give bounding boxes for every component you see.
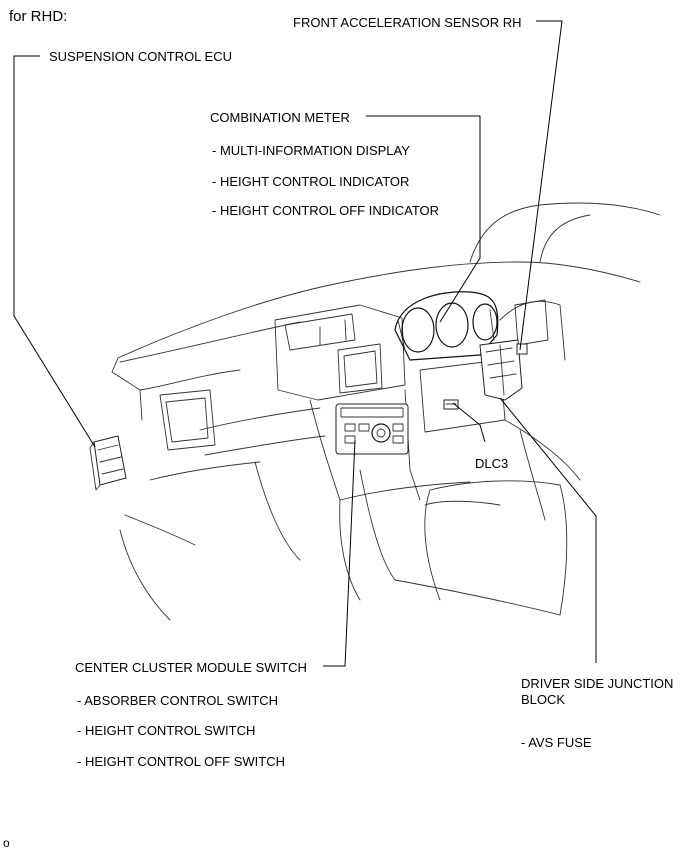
meter-item-multi-info: - MULTI-INFORMATION DISPLAY [212,143,410,158]
junction-item-avs-fuse: - AVS FUSE [521,735,592,750]
junction-block-label-line2: BLOCK [521,692,566,707]
dashboard-outline [111,202,661,621]
junction-block-drawing [479,339,523,401]
front-accel-sensor-label: FRONT ACCELERATION SENSOR RH [293,15,522,30]
combination-meter-label: COMBINATION METER [210,110,350,125]
cluster-item-height: - HEIGHT CONTROL SWITCH [77,723,256,738]
acceleration-sensor-drawing [516,343,528,355]
center-cluster-switch-drawing [335,403,409,455]
meter-item-height-indicator: - HEIGHT CONTROL INDICATOR [212,174,410,189]
cluster-item-height-off: - HEIGHT CONTROL OFF SWITCH [77,754,285,769]
cluster-item-absorber: - ABSORBER CONTROL SWITCH [77,693,279,708]
suspension-ecu-drawing [89,435,127,491]
page-title: for RHD: [9,8,68,25]
dlc3-label: DLC3 [475,456,509,471]
leader-lines [13,20,597,667]
footer-mark: o [3,836,10,850]
combination-meter-drawing [394,291,499,361]
dlc3-drawing [443,399,459,410]
meter-item-height-off-indicator: - HEIGHT CONTROL OFF INDICATOR [212,203,440,218]
suspension-ecu-label: SUSPENSION CONTROL ECU [49,49,232,64]
center-cluster-label: CENTER CLUSTER MODULE SWITCH [75,660,307,675]
junction-block-label-line1: DRIVER SIDE JUNCTION [521,676,674,691]
